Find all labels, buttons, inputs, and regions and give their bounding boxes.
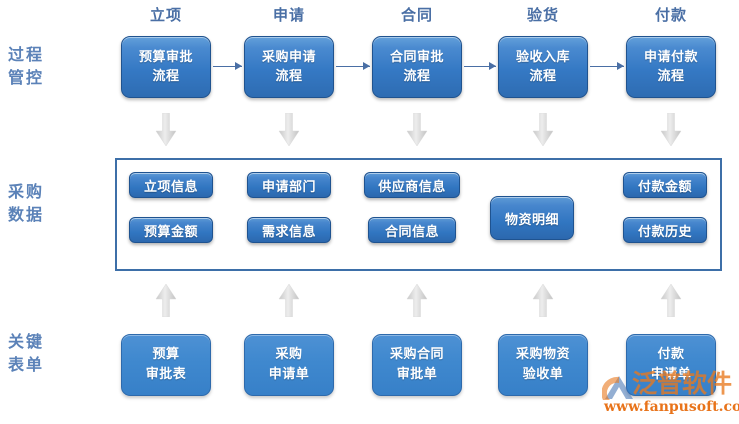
form-box-payment-request-form-line1: 付款 <box>657 347 685 362</box>
data-pill-demand-info[interactable]: 需求信息 <box>247 217 331 243</box>
data-pill-budget-amount[interactable]: 预算金额 <box>129 217 213 243</box>
down-arrow-icon-4 <box>532 113 554 147</box>
up-arrow-icon-3 <box>406 283 428 317</box>
connector-arrow-3-to-4-shaft <box>464 66 496 67</box>
form-box-payment-request-form[interactable]: 付款 申请单 <box>626 334 716 396</box>
connector-arrow-4-to-5 <box>590 60 624 74</box>
connector-arrow-3-to-4-head <box>489 62 496 70</box>
data-pill-project-info[interactable]: 立项信息 <box>129 172 213 198</box>
form-box-budget-approval-sheet-line1: 预算 <box>152 347 180 362</box>
form-box-purchase-contract-approval-line2: 审批单 <box>396 367 438 382</box>
down-arrow-icon-5 <box>660 113 682 147</box>
connector-arrow-1-to-2-shaft <box>213 66 242 67</box>
stage-header-1: 立项 <box>149 6 182 24</box>
form-box-purchase-request-form[interactable]: 采购 申请单 <box>244 334 334 396</box>
row-label-process-control-line1: 过程 <box>8 45 45 64</box>
process-box-payment-request[interactable]: 申请付款 流程 <box>626 36 716 98</box>
process-box-budget-approval-line2: 流程 <box>152 69 180 84</box>
form-box-material-receipt-line1: 采购物资 <box>515 347 570 362</box>
data-pill-payment-history[interactable]: 付款历史 <box>623 217 707 243</box>
connector-arrow-1-to-2 <box>213 60 242 74</box>
data-pill-requesting-department[interactable]: 申请部门 <box>247 172 331 198</box>
connector-arrow-2-to-3-head <box>363 62 370 70</box>
down-arrow-icon-1 <box>155 113 177 147</box>
up-arrow-icon-2 <box>278 283 300 317</box>
up-arrow-icon-5 <box>660 283 682 317</box>
process-box-contract-approval-line2: 流程 <box>403 69 431 84</box>
form-box-purchase-request-form-line2: 申请单 <box>268 367 310 382</box>
row-label-key-forms-line1: 关键 <box>8 332 45 351</box>
form-box-purchase-request-form-line1: 采购 <box>275 347 303 362</box>
stage-header-5: 付款 <box>654 6 687 24</box>
process-box-payment-request-line1: 申请付款 <box>643 50 698 65</box>
connector-arrow-4-to-5-shaft <box>590 66 624 67</box>
process-box-contract-approval-line1: 合同审批 <box>389 50 444 65</box>
stage-header-3: 合同 <box>400 6 433 24</box>
row-label-process-control-line2: 管控 <box>8 68 45 87</box>
process-box-purchase-request-line2: 流程 <box>275 69 303 84</box>
process-box-receiving-storage-line2: 流程 <box>529 69 557 84</box>
up-arrow-icon-4 <box>532 283 554 317</box>
data-pill-material-details[interactable]: 物资明细 <box>490 196 574 240</box>
row-label-process-control: 过程 管控 <box>8 43 108 89</box>
process-box-payment-request-line2: 流程 <box>657 69 685 84</box>
down-arrow-icon-3 <box>406 113 428 147</box>
form-box-purchase-contract-approval[interactable]: 采购合同 审批单 <box>372 334 462 396</box>
stage-header-2: 申请 <box>272 6 305 24</box>
row-label-procurement-data: 采购 数据 <box>8 180 108 226</box>
watermark-url: www.fanpusoft.com <box>604 399 739 415</box>
connector-arrow-2-to-3-shaft <box>336 66 370 67</box>
process-box-receiving-storage[interactable]: 验收入库 流程 <box>498 36 588 98</box>
row-label-key-forms-line2: 表单 <box>8 355 45 374</box>
form-box-budget-approval-sheet[interactable]: 预算 审批表 <box>121 334 211 396</box>
data-pill-contract-info[interactable]: 合同信息 <box>368 217 456 243</box>
process-box-receiving-storage-line1: 验收入库 <box>515 50 570 65</box>
row-label-procurement-data-line1: 采购 <box>8 182 45 201</box>
form-box-purchase-contract-approval-line1: 采购合同 <box>389 347 444 362</box>
connector-arrow-4-to-5-head <box>617 62 624 70</box>
row-label-key-forms: 关键 表单 <box>8 330 108 376</box>
connector-arrow-2-to-3 <box>336 60 370 74</box>
process-box-contract-approval[interactable]: 合同审批 流程 <box>372 36 462 98</box>
process-box-budget-approval[interactable]: 预算审批 流程 <box>121 36 211 98</box>
row-label-procurement-data-line2: 数据 <box>8 205 45 224</box>
stage-header-4: 验货 <box>526 6 559 24</box>
form-box-budget-approval-sheet-line2: 审批表 <box>145 367 187 382</box>
form-box-material-receipt[interactable]: 采购物资 验收单 <box>498 334 588 396</box>
process-box-budget-approval-line1: 预算审批 <box>138 50 193 65</box>
down-arrow-icon-2 <box>278 113 300 147</box>
connector-arrow-3-to-4 <box>464 60 496 74</box>
data-pill-supplier-info[interactable]: 供应商信息 <box>364 172 460 198</box>
process-box-purchase-request-line1: 采购申请 <box>261 50 316 65</box>
connector-arrow-1-to-2-head <box>235 62 242 70</box>
form-box-payment-request-form-line2: 申请单 <box>650 367 692 382</box>
process-box-purchase-request[interactable]: 采购申请 流程 <box>244 36 334 98</box>
form-box-material-receipt-line2: 验收单 <box>522 367 564 382</box>
data-pill-payment-amount[interactable]: 付款金额 <box>623 172 707 198</box>
up-arrow-icon-1 <box>155 283 177 317</box>
